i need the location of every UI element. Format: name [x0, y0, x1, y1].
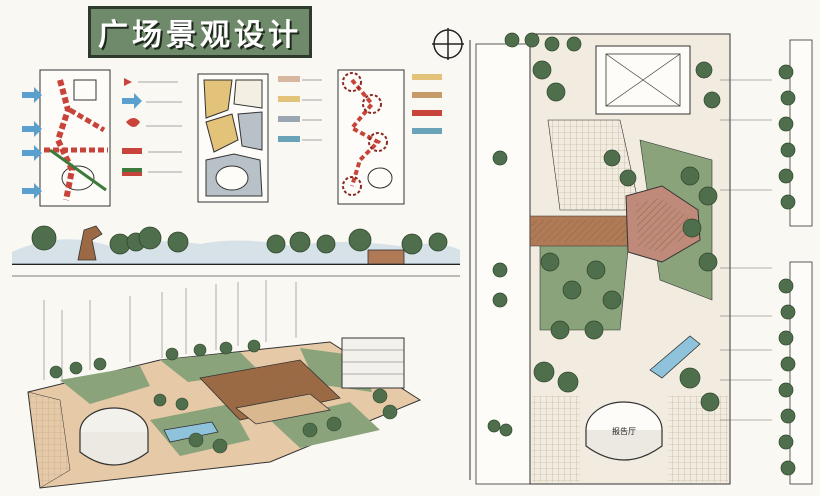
- plan-building-label: 报告厅: [612, 426, 636, 436]
- section-elevation-drawing: [12, 225, 460, 277]
- zoning-analysis-diagram: [197, 73, 269, 203]
- master-plan-drawing: 报告厅: [475, 32, 813, 485]
- circulation-analysis-diagram: [39, 69, 111, 207]
- arrow-icon: [22, 87, 42, 199]
- analysis-legend-1: [122, 78, 182, 176]
- node-analysis-diagram: [337, 69, 405, 205]
- north-arrow-icon: [432, 28, 464, 60]
- board-title-text: 广场景观设计: [98, 18, 302, 53]
- board-title: 广场景观设计: [88, 6, 312, 58]
- analysis-legend-2: [278, 76, 322, 142]
- perspective-view-drawing: [27, 280, 422, 489]
- analysis-legend-3: [412, 74, 442, 134]
